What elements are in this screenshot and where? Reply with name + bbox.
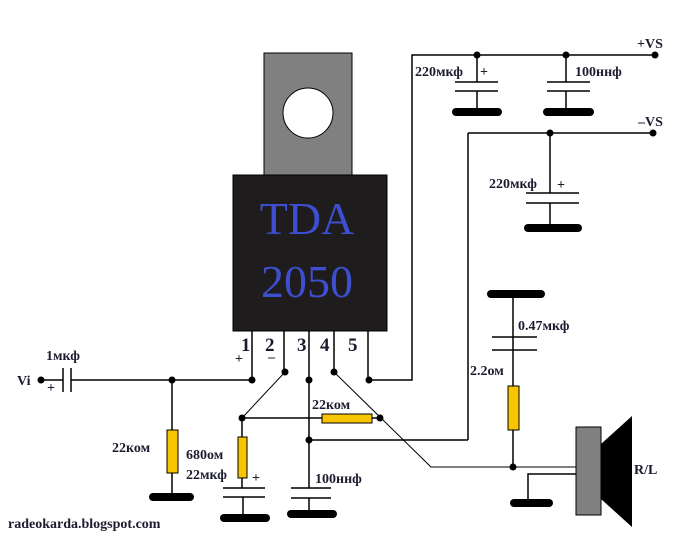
wire — [241, 371, 286, 419]
speaker-magnet — [575, 426, 602, 516]
r-zobel-value: 2.2ом — [470, 364, 504, 379]
speaker-ground-wire — [527, 473, 576, 503]
pin-1-number: 1 — [241, 335, 251, 356]
mounting-hole — [282, 87, 334, 139]
ic-label-line2: 2050 — [261, 256, 353, 307]
ic-label-line1: TDA — [260, 193, 355, 244]
neg-supply-terminal[interactable] — [649, 129, 657, 137]
pos-supply-label: +VS — [637, 37, 663, 52]
speaker-label: R/L — [634, 463, 657, 478]
pin-1-polarity: + — [235, 352, 243, 367]
positive-supply: +VS 220мкф + 100ннф — [365, 37, 663, 384]
speaker-cone — [601, 416, 632, 527]
c-pos-bulk-value: 220мкф — [415, 65, 463, 80]
negative-supply: –VS 220мкф + — [468, 115, 663, 232]
r-input — [166, 429, 179, 474]
r-zobel — [507, 385, 520, 431]
pin-3-number: 3 — [297, 335, 307, 356]
pin3-section: 100ннф — [287, 133, 469, 518]
r-input-value: 22ком — [112, 441, 151, 456]
c-gain-polarity: + — [252, 471, 260, 486]
r-gain-value: 680ом — [186, 448, 224, 463]
neg-supply-label: –VS — [637, 115, 663, 130]
junction-dot — [248, 376, 256, 384]
ic-pins: 1 2 3 4 5 + – — [235, 331, 369, 380]
r-gain — [237, 436, 248, 479]
pin-5-number: 5 — [348, 335, 358, 356]
c-pos-bypass-value: 100ннф — [575, 65, 622, 80]
pin-2-number: 2 — [265, 335, 275, 356]
output-wire — [333, 371, 576, 468]
pos-supply-wire — [369, 54, 655, 381]
speaker: R/L — [575, 416, 657, 527]
c-neg-bulk-value: 220мкф — [489, 177, 537, 192]
c-gain-value: 22мкф — [186, 468, 227, 483]
pin-2-polarity: – — [267, 350, 276, 365]
c-pin3-value: 100ннф — [315, 472, 362, 487]
c-neg-bulk-polarity: + — [557, 178, 565, 193]
c-zobel-value: 0.47мкф — [518, 319, 570, 334]
junction-dot — [376, 414, 384, 422]
input-label: Vi — [17, 374, 31, 389]
c-pos-bulk-polarity: + — [480, 65, 488, 80]
r-feedback-value: 22ком — [312, 398, 351, 413]
credit-text: radeokarda.blogspot.com — [8, 517, 161, 532]
r-feedback — [321, 413, 373, 424]
output-section: 0.47мкф 2.2ом — [330, 290, 576, 507]
c-input-value: 1мкф — [46, 349, 80, 364]
feedback-network: 22ком 680ом 22мкф + — [186, 368, 384, 522]
pin-4-number: 4 — [320, 335, 330, 356]
ic-body — [232, 174, 388, 332]
input-section: Vi 1мкф + 22ком — [17, 349, 256, 501]
ic-tda2050: TDA 2050 — [232, 52, 388, 332]
pos-supply-terminal[interactable] — [651, 51, 659, 59]
c-input-polarity: + — [47, 381, 55, 396]
